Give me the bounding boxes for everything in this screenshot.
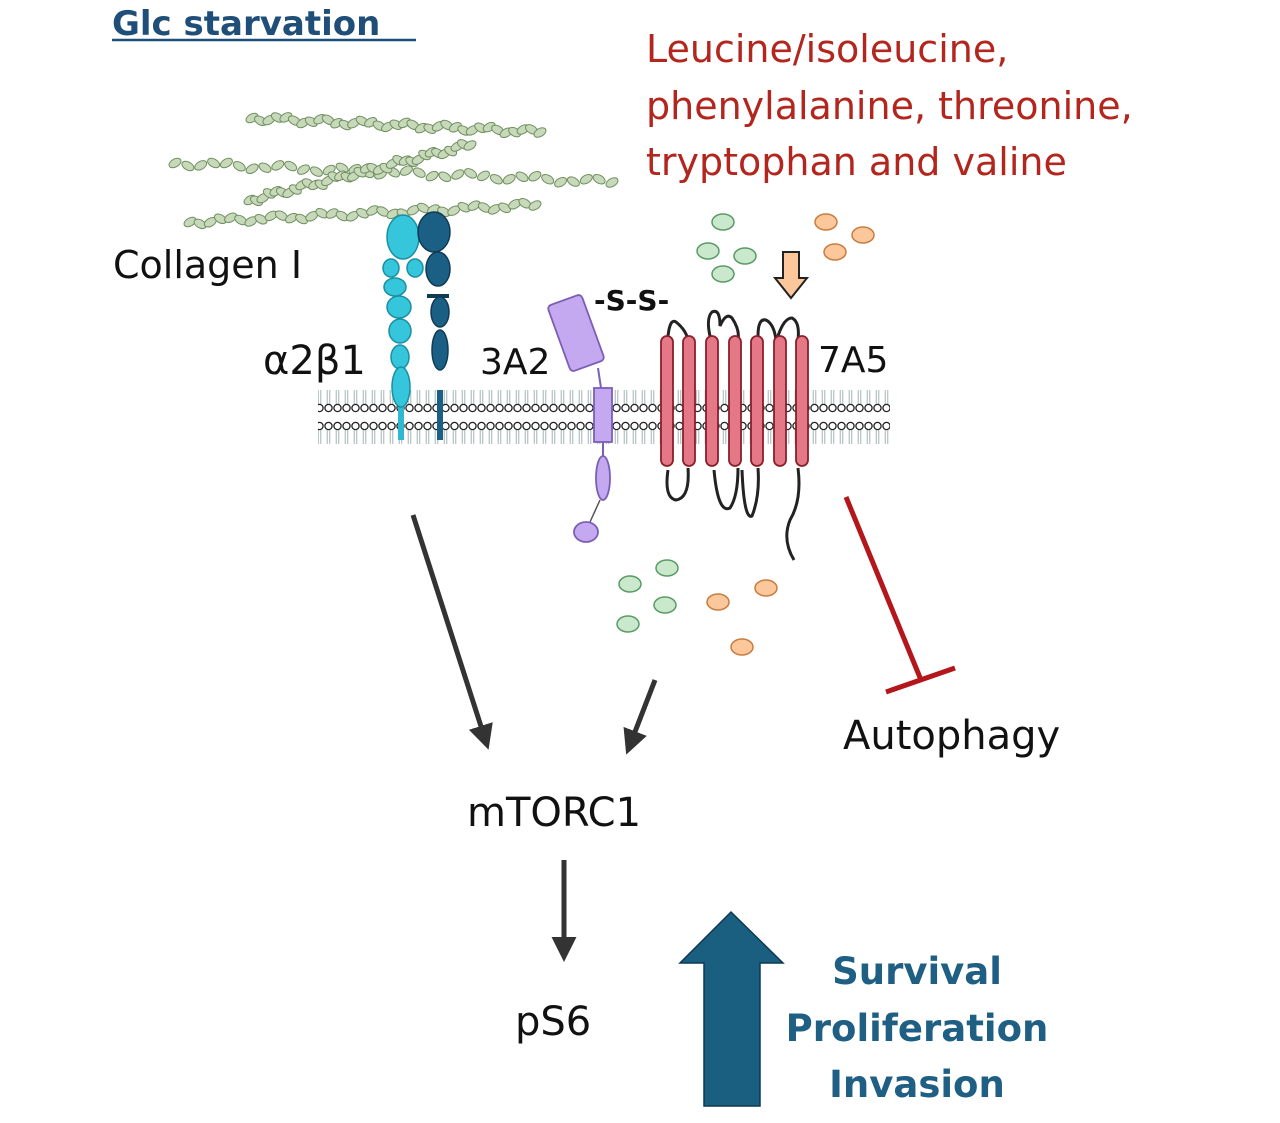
big-up-arrow-icon	[678, 910, 785, 1107]
glc-starvation-title[interactable]: Glc starvation	[112, 4, 380, 44]
collagen-bead	[295, 213, 309, 225]
collagen-bead	[245, 163, 259, 175]
outcomes-list: Survival Proliferation Invasion	[786, 950, 1049, 1106]
ps6-label: pS6	[515, 999, 591, 1045]
collagen-bead	[477, 170, 490, 182]
amino-acid-dot-green	[696, 242, 720, 260]
transmembrane-helix	[773, 335, 787, 467]
collagen-bead	[533, 127, 547, 138]
collagen-bead	[605, 177, 619, 188]
collagen-bead	[219, 157, 233, 169]
collagen-bead	[528, 200, 542, 211]
mtorc1-label: mTORC1	[467, 790, 641, 836]
collagen-bead	[325, 208, 339, 219]
collagen-bead	[467, 200, 481, 211]
amino-acid-dot-orange	[851, 226, 875, 244]
integrin-beta-subunit-icon	[417, 211, 451, 440]
amino-acid-dot-green	[655, 559, 679, 577]
amino-acid-dot-green	[733, 247, 757, 265]
amino-acid-dot-orange	[706, 593, 730, 611]
collagen-bead	[528, 170, 542, 182]
collagen-bead	[412, 167, 426, 178]
transmembrane-helix	[682, 335, 696, 467]
collagen-bead	[284, 160, 298, 172]
collagen-bead	[579, 173, 593, 185]
amino-acid-line-3: tryptophan and valine	[646, 140, 1067, 184]
light-chain-label: 7A5	[818, 340, 888, 381]
amino-acid-dot-green	[616, 615, 640, 633]
heavy-chain-3a2-icon	[547, 294, 613, 543]
amino-acid-list: Leucine/isoleucine, phenylalanine, threo…	[646, 27, 1133, 184]
collagen-label: Collagen I	[113, 243, 302, 287]
collagen-bead	[193, 218, 207, 230]
outcome-survival: Survival	[832, 950, 1002, 993]
amino-acid-dot-green	[711, 265, 735, 283]
collagen-bead	[194, 160, 208, 171]
collagen-bead	[297, 164, 310, 175]
amino-acid-line-1: Leucine/isoleucine,	[646, 27, 1008, 71]
outcome-proliferation: Proliferation	[786, 1007, 1049, 1050]
amino-acid-dot-orange	[754, 579, 778, 597]
transmembrane-helix	[660, 335, 674, 467]
collagen-bead	[592, 173, 606, 185]
collagen-bead	[181, 160, 195, 172]
collagen-bead	[498, 202, 512, 214]
amino-acid-dot-green	[653, 596, 677, 614]
collagen-bead	[515, 171, 529, 183]
collagen-bead	[183, 216, 197, 228]
transmembrane-helix	[705, 335, 719, 467]
collagen-fibers-icon	[168, 112, 619, 230]
transmembrane-helix	[750, 335, 764, 467]
integrin-alpha-subunit-icon	[382, 214, 424, 440]
collagen-bead	[271, 160, 285, 171]
collagen-bead	[425, 170, 439, 182]
integrin-label: α2β1	[263, 338, 366, 384]
collagen-bead	[254, 214, 268, 225]
collagen-bead	[356, 207, 369, 219]
collagen-bead	[489, 173, 503, 185]
amino-acid-dot-orange	[730, 638, 754, 656]
autophagy-inhibition-icon	[843, 496, 956, 695]
amino-acid-line-2: phenylalanine, threonine,	[646, 84, 1133, 128]
collagen-bead	[451, 169, 465, 180]
collagen-bead	[554, 176, 568, 188]
transmembrane-helix	[728, 335, 742, 467]
amino-acid-dots	[616, 213, 875, 656]
light-chain-7a5-transporter-icon	[660, 309, 809, 561]
collagen-bead	[207, 157, 221, 169]
collagen-bead	[232, 161, 246, 172]
amino-acid-dot-green	[711, 213, 735, 231]
disulfide-bond-label: -S-S-	[594, 284, 669, 317]
autophagy-label: Autophagy	[843, 713, 1060, 759]
collagen-bead	[566, 176, 580, 187]
transmembrane-helix	[795, 335, 809, 467]
collagen-bead	[399, 165, 413, 176]
collagen-bead	[438, 171, 452, 183]
collagen-bead	[258, 162, 272, 173]
collagen-bead	[463, 140, 477, 151]
amino-acid-dot-orange	[823, 243, 847, 261]
collagen-bead	[309, 166, 323, 177]
collagen-bead	[224, 212, 238, 224]
amino-acid-dot-green	[618, 575, 642, 593]
collagen-bead	[464, 168, 478, 179]
uptake-arrow-icon	[772, 251, 810, 300]
collagen-bead	[502, 173, 516, 185]
outcome-invasion: Invasion	[829, 1063, 1005, 1106]
collagen-bead	[168, 157, 182, 169]
aminoacid-to-mtorc1-arrow	[623, 679, 658, 755]
collagen-bead	[541, 173, 555, 185]
amino-acid-dot-orange	[814, 213, 838, 231]
integrin-to-mtorc1-arrow	[410, 514, 493, 750]
heavy-chain-label: 3A2	[480, 342, 550, 383]
